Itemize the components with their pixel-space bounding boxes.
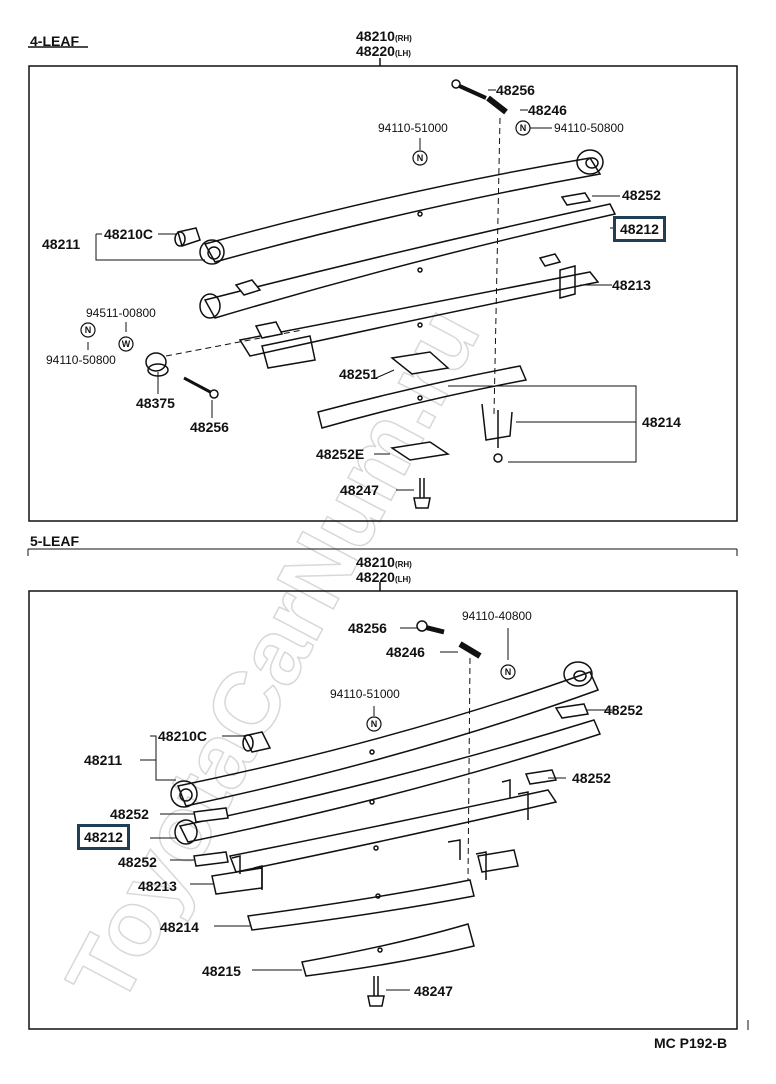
part-48213[interactable]: 48213: [612, 277, 651, 293]
five-leaf-fourth-leaf: [247, 879, 475, 931]
four-leaf-second-leaf: [203, 203, 617, 319]
part-48256-bottom[interactable]: 48256: [190, 419, 229, 435]
five-leaf-bottom-leaf: [301, 923, 475, 977]
part-48210c[interactable]: 48210C: [104, 226, 154, 242]
part-48247[interactable]: 48247: [340, 482, 379, 498]
part-48256[interactable]: 48256: [348, 620, 387, 636]
part-48252[interactable]: 48252: [622, 187, 661, 203]
part-48252-left[interactable]: 48252: [110, 806, 149, 822]
five-leaf-frame: [28, 590, 738, 1030]
part-48256-top[interactable]: 48256: [496, 82, 535, 98]
n-symbol-icon: [80, 322, 96, 338]
five-leaf-main-leaf: [176, 671, 600, 807]
four-leaf-assembly-rh: 48210(RH): [356, 29, 412, 43]
w-symbol-icon: [118, 336, 134, 352]
five-leaf-second-leaf: [178, 719, 602, 843]
part-48210c[interactable]: 48210C: [158, 728, 208, 744]
figure-code: MC P192-B: [654, 1035, 728, 1051]
part-48212-highlighted[interactable]: 48212: [77, 824, 130, 850]
part-94511-00800[interactable]: 94511-00800: [86, 306, 156, 320]
part-48214[interactable]: 48214: [160, 919, 199, 935]
n-symbol-icon: [515, 120, 531, 136]
w-symbol-text: W: [122, 339, 131, 349]
assembly-rh-suffix: (RH): [394, 560, 412, 569]
part-48252-mid[interactable]: 48252: [572, 770, 611, 786]
assembly-lh-number: 48220: [356, 569, 395, 585]
n-symbol-icon: [366, 716, 382, 732]
part-48211[interactable]: 48211: [42, 236, 81, 252]
n-symbol-icon: [500, 664, 516, 680]
assembly-rh-number: 48210: [356, 554, 395, 570]
part-48252e[interactable]: 48252E: [316, 446, 365, 462]
n-symbol-text: N: [520, 123, 527, 133]
part-94110-50800-left[interactable]: 94110-50800: [46, 353, 116, 367]
part-94110-50800-top[interactable]: 94110-50800: [554, 121, 624, 135]
four-leaf-assembly-lh: 48220(LH): [356, 44, 411, 58]
assembly-lh-number: 48220: [356, 43, 395, 59]
part-48252-top[interactable]: 48252: [604, 702, 643, 718]
assembly-lh-suffix: (LH): [394, 49, 411, 58]
part-94110-51000[interactable]: 94110-51000: [330, 687, 400, 701]
part-48211[interactable]: 48211: [84, 752, 123, 768]
part-94110-51000[interactable]: 94110-51000: [378, 121, 448, 135]
four-leaf-main-leaf: [203, 157, 602, 263]
part-48251[interactable]: 48251: [339, 366, 378, 382]
n-symbol-text: N: [417, 153, 424, 163]
assembly-rh-suffix: (RH): [394, 34, 412, 43]
part-94110-40800[interactable]: 94110-40800: [462, 609, 532, 623]
five-leaf-third-leaf: [228, 789, 558, 873]
part-48215[interactable]: 48215: [202, 963, 241, 979]
five-leaf-assembly-lh: 48220(LH): [356, 570, 411, 584]
n-symbol-text: N: [371, 719, 378, 729]
four-leaf-bottom-leaf: [317, 365, 528, 429]
four-leaf-third-leaf: [238, 271, 600, 357]
part-48375[interactable]: 48375: [136, 395, 175, 411]
part-48213[interactable]: 48213: [138, 878, 177, 894]
part-48246[interactable]: 48246: [528, 102, 567, 118]
five-leaf-title: 5-LEAF: [30, 533, 79, 549]
four-leaf-frame: [28, 65, 738, 522]
four-leaf-title: 4-LEAF: [30, 33, 79, 49]
n-symbol-icon: [412, 150, 428, 166]
part-48214[interactable]: 48214: [642, 414, 681, 430]
assembly-lh-suffix: (LH): [394, 575, 411, 584]
part-48252-low[interactable]: 48252: [118, 854, 157, 870]
n-symbol-text: N: [505, 667, 512, 677]
assembly-rh-number: 48210: [356, 28, 395, 44]
five-leaf-assembly-rh: 48210(RH): [356, 555, 412, 569]
part-48247[interactable]: 48247: [414, 983, 453, 999]
n-symbol-text: N: [85, 325, 92, 335]
part-48246[interactable]: 48246: [386, 644, 425, 660]
part-48212-highlighted[interactable]: 48212: [613, 216, 666, 242]
